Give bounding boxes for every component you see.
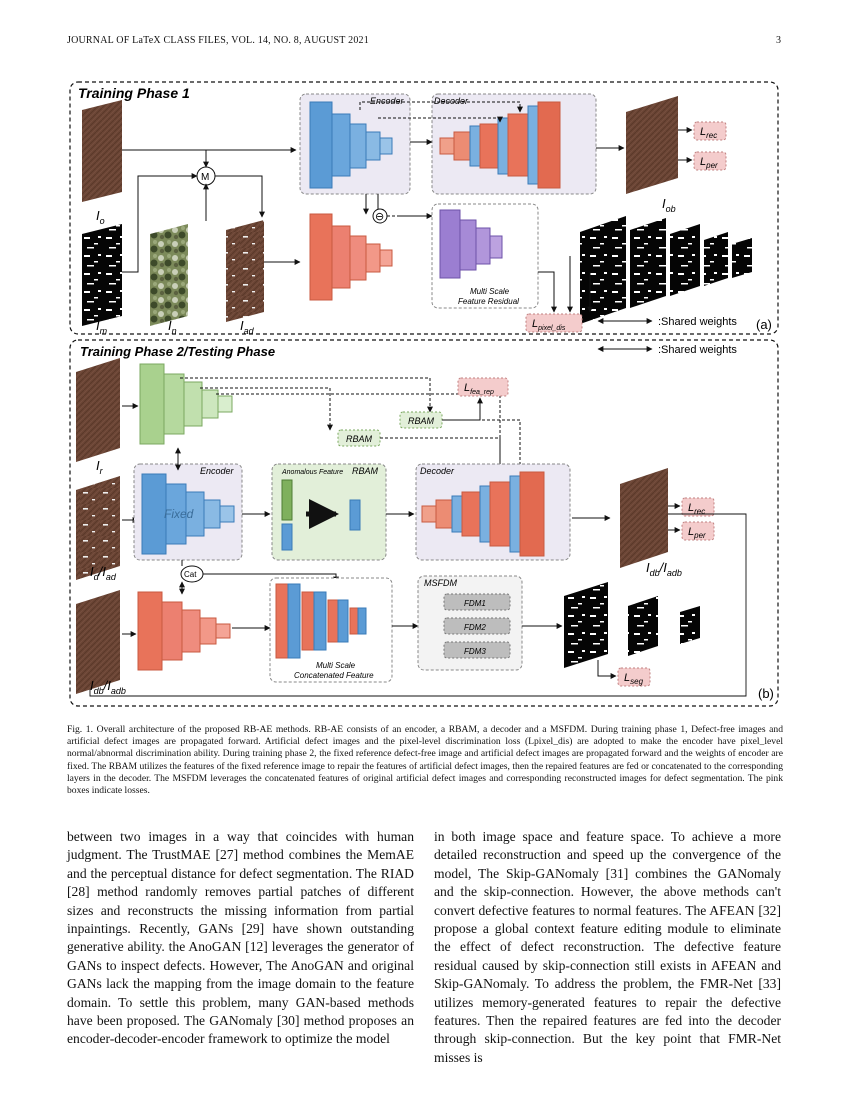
running-header: JOURNAL OF LaTeX CLASS FILES, VOL. 14, N…: [67, 35, 369, 46]
image-idb: [76, 590, 120, 694]
decoder-label-p1: Decoder: [434, 96, 469, 106]
cat-label: Cat: [184, 570, 197, 579]
fdm1-label: FDM1: [464, 599, 486, 608]
image-iob-mask5: [732, 238, 752, 278]
fixed-label: Fixed: [164, 507, 194, 521]
anomalous-feature-label: Anomalous Feature: [281, 469, 343, 476]
rbam-b-label: RBAM: [346, 434, 373, 444]
msc-label-2: Concatenated Feature: [294, 671, 374, 680]
label-iob: Iob: [662, 196, 676, 214]
label-ir: Ir: [96, 458, 104, 476]
phase1-title: Training Phase 1: [78, 85, 190, 101]
encoder-red-p2: [138, 592, 230, 670]
image-iob-mask3: [670, 224, 700, 296]
encoder-label-p2: Encoder: [200, 466, 235, 476]
body-column-left: between two images in a way that coincid…: [67, 828, 414, 1049]
fdm3-label: FDM3: [464, 647, 486, 656]
image-im: [82, 224, 122, 326]
phase2-title: Training Phase 2/Testing Phase: [80, 344, 275, 359]
figure-caption: Fig. 1. Overall architecture of the prop…: [67, 724, 783, 797]
label-in: In: [168, 318, 177, 336]
seg-map-1: [564, 582, 608, 668]
feature-map-green: [282, 480, 292, 520]
merge-label: M: [201, 172, 209, 183]
shared-weights-p2: :Shared weights: [658, 344, 737, 356]
encoder-blocks-p1-red: [310, 214, 392, 300]
feature-map-blue-out: [350, 500, 360, 530]
msfr-label-1: Multi Scale: [470, 287, 510, 296]
label-out: Idb/Iadb: [646, 560, 682, 578]
page-number: 3: [776, 35, 781, 46]
seg-map-2: [628, 596, 658, 656]
image-iob-mask2: [630, 218, 666, 308]
encoder-green-p2: [140, 364, 232, 444]
image-iad: [226, 220, 264, 322]
image-in: [150, 224, 188, 326]
image-ir: [76, 358, 120, 462]
body-column-right: in both image space and feature space. T…: [434, 828, 781, 1067]
label-io: Io: [96, 208, 105, 226]
msc-label-1: Multi Scale: [316, 661, 356, 670]
rbam-main-label: RBAM: [352, 466, 379, 476]
rbam-a-label: RBAM: [408, 416, 435, 426]
image-iob-mask4: [704, 232, 728, 286]
subtract-label: ⊖: [375, 211, 384, 223]
fdm2-label: FDM2: [464, 623, 486, 632]
encoder-label-p1: Encoder: [370, 96, 405, 106]
image-iob-top: [626, 96, 678, 194]
msfr-label-2: Feature Residual: [458, 297, 519, 306]
feature-map-blue-in: [282, 524, 292, 550]
seg-map-3: [680, 606, 700, 644]
phase2-panel-label: (b): [758, 686, 774, 701]
decoder-label-p2: Decoder: [420, 466, 455, 476]
msfdm-label: MSFDM: [424, 578, 457, 588]
image-out: [620, 468, 668, 568]
phase1-panel-label: (a): [756, 317, 772, 332]
image-io: [82, 100, 122, 202]
architecture-figure: Training Phase 1 (a) Io Im In Iad M Enco…: [60, 72, 790, 712]
image-iob-mask1: [580, 216, 626, 324]
shared-weights-p1: :Shared weights: [658, 316, 737, 328]
label-iad: Iad: [240, 318, 255, 336]
